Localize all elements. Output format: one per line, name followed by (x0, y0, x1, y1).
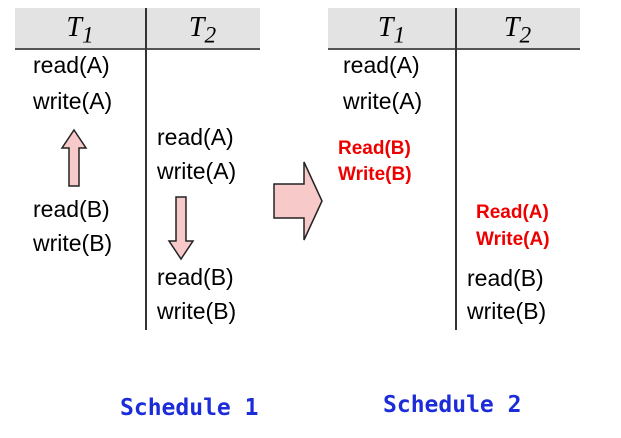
s2-t2-moved-op: Read(A) (476, 202, 549, 223)
down-arrow-icon (167, 196, 195, 261)
s1-t1-op: read(A) (33, 52, 110, 78)
right-arrow-icon (273, 161, 323, 241)
s1-t2-op: write(A) (157, 158, 237, 184)
s1-t1-op: read(B) (33, 196, 110, 222)
s1-t1-op: write(B) (33, 230, 113, 256)
s2-t1-op: write(A) (343, 88, 423, 114)
schedule-1-table: T1 T2 read(A) write(A) read(B) write(B) … (15, 8, 260, 338)
schedule-1-caption: Schedule 1 (120, 395, 259, 421)
schedule-1-header-t2: T2 (188, 12, 217, 49)
s1-t2-op: read(B) (157, 264, 234, 290)
s2-t1-moved-op: Write(B) (338, 164, 412, 185)
schedule-1-header (15, 8, 260, 50)
schedule-2-table: T1 T2 read(A) write(A) Read(B) Write(B) … (328, 8, 580, 338)
s2-t2-op: write(B) (467, 298, 547, 324)
s1-t2-op: write(B) (157, 298, 237, 324)
schedule-2-header-t2: T2 (503, 12, 532, 49)
schedule-1-header-t1: T1 (66, 12, 94, 49)
s2-t1-moved-op: Read(B) (338, 138, 411, 159)
s2-t2-moved-op: Write(A) (476, 229, 550, 250)
up-arrow-icon (60, 128, 88, 187)
schedule-1-divider (145, 8, 147, 330)
schedule-2-header-t1: T1 (377, 12, 406, 49)
s1-t2-op: read(A) (157, 124, 234, 150)
s1-t1-op: write(A) (33, 88, 113, 114)
schedule-2-divider (455, 8, 457, 330)
schedule-2-header (328, 8, 580, 50)
s2-t2-op: read(B) (467, 265, 544, 291)
schedule-2-caption: Schedule 2 (383, 392, 522, 418)
s2-t1-op: read(A) (343, 52, 420, 78)
